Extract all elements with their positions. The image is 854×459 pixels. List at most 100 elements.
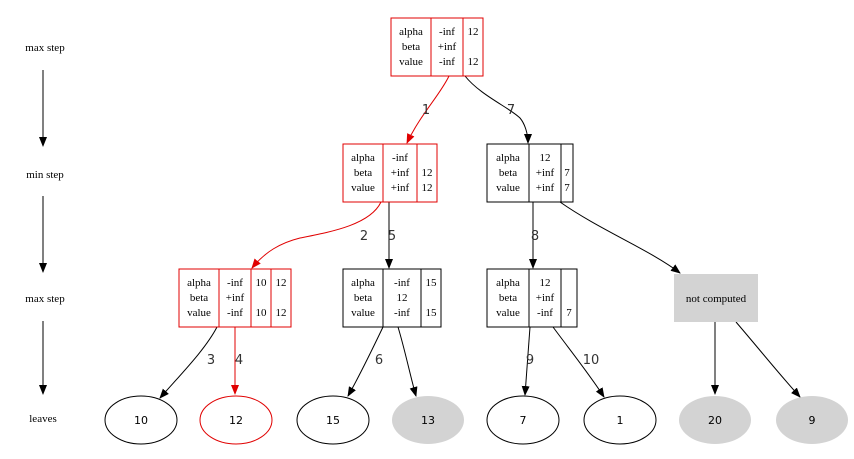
node-value: -inf xyxy=(394,307,410,319)
edge-label: 7 xyxy=(507,103,515,118)
node-value: +inf xyxy=(536,182,555,194)
node-value: 12 xyxy=(276,307,287,319)
edge-line xyxy=(406,75,450,144)
node-box xyxy=(486,143,574,203)
node-value: 12 xyxy=(540,152,551,164)
edge-line xyxy=(251,201,382,269)
nodes: alphabetavalue-inf+inf-inf1212alphabetav… xyxy=(178,17,758,328)
field-name-value: value xyxy=(496,182,520,194)
node-value: 7 xyxy=(566,307,572,319)
edge-line xyxy=(735,321,801,398)
edge-line xyxy=(159,326,218,399)
field-name-value: value xyxy=(351,182,375,194)
node-box xyxy=(342,268,442,328)
leaf-value: 15 xyxy=(326,414,340,427)
edge-line xyxy=(397,326,418,397)
pruned-node-box xyxy=(674,274,758,322)
edge-min-right-to-max-c: 8 xyxy=(529,202,539,269)
node-value: -inf xyxy=(394,277,410,289)
edge-min-right-to-max-d xyxy=(559,201,681,274)
edge-label: 9 xyxy=(526,353,534,368)
field-name-value: value xyxy=(187,307,211,319)
field-name-value: value xyxy=(496,307,520,319)
edge-min-left-to-max-b: 5 xyxy=(385,202,396,269)
node-box xyxy=(342,143,438,203)
edge-line xyxy=(464,75,532,144)
edge-max-c-to-leaf-5: 10 xyxy=(552,326,605,398)
level-label-2: max step xyxy=(25,293,65,305)
edge-max-a-to-leaf-1: 4 xyxy=(231,327,243,395)
leaf-node: 20 xyxy=(679,396,751,444)
node-value: 12 xyxy=(468,26,479,38)
tree-node-max-b: alpha beta value -inf 12 -inf 15 15 xyxy=(342,268,442,328)
node-box xyxy=(178,268,292,328)
leaf-node: 10 xyxy=(104,395,178,445)
leaf-value: 12 xyxy=(229,414,243,427)
leaf-ellipse xyxy=(296,395,370,445)
field-name-beta: beta xyxy=(354,167,372,179)
edge-max-b-to-leaf-3 xyxy=(397,326,418,397)
field-name-beta: beta xyxy=(402,41,420,53)
node-value: +inf xyxy=(536,167,555,179)
edge-label: 8 xyxy=(531,229,539,244)
leaf-value: 13 xyxy=(421,414,435,427)
edge-label: 4 xyxy=(235,353,243,368)
edge-line xyxy=(552,326,605,398)
leaf-ellipse xyxy=(199,395,273,445)
leaf-ellipse xyxy=(583,395,657,445)
leaf-ellipse xyxy=(776,396,848,444)
leaf-value: 20 xyxy=(708,414,722,427)
node-value: 12 xyxy=(276,277,287,289)
edge-label: 3 xyxy=(207,353,215,368)
leaf-ellipse xyxy=(679,396,751,444)
field-name-value: value xyxy=(351,307,375,319)
node-value: -inf xyxy=(439,26,455,38)
field-name-alpha: alpha xyxy=(496,277,520,289)
node-value: +inf xyxy=(391,167,410,179)
node-value: +inf xyxy=(226,292,245,304)
leaf-node: 15 xyxy=(296,395,370,445)
edge-label: 1 xyxy=(422,103,430,118)
edge-root-to-min-left: 1 xyxy=(406,75,450,144)
leaf-value: 7 xyxy=(520,414,527,427)
node-value: 12 xyxy=(422,182,433,194)
field-name-value: value xyxy=(399,56,423,68)
edge-label: 10 xyxy=(583,353,600,368)
edge-max-a-to-leaf-0: 3 xyxy=(159,326,218,399)
field-name-beta: beta xyxy=(190,292,208,304)
level-label-1: min step xyxy=(26,169,64,181)
level-label-0: max step xyxy=(25,42,65,54)
leaf-node: 12 xyxy=(199,395,273,445)
edge-label: 2 xyxy=(360,229,368,244)
field-name-alpha: alpha xyxy=(351,152,375,164)
edge-line xyxy=(559,201,681,274)
node-value: +inf xyxy=(391,182,410,194)
field-name-beta: beta xyxy=(354,292,372,304)
node-value: 10 xyxy=(256,277,268,289)
edge-line xyxy=(347,326,384,397)
node-value: +inf xyxy=(438,41,457,53)
node-value: 15 xyxy=(426,307,438,319)
edge-max-d-to-leaf-7 xyxy=(735,321,801,398)
edge-line xyxy=(521,326,531,396)
level-label-3: leaves xyxy=(29,413,56,425)
field-name-alpha: alpha xyxy=(496,152,520,164)
field-name-beta: beta xyxy=(499,292,517,304)
edge-label: 5 xyxy=(388,229,396,244)
node-value: 12 xyxy=(397,292,408,304)
node-value: +inf xyxy=(536,292,555,304)
node-value: 15 xyxy=(426,277,438,289)
edge-root-to-min-right: 7 xyxy=(464,75,532,144)
field-name-alpha: alpha xyxy=(351,277,375,289)
edge-max-b-to-leaf-2: 6 xyxy=(347,326,384,397)
leaf-node: 1 xyxy=(583,395,657,445)
edge-max-c-to-leaf-4: 9 xyxy=(521,326,534,396)
node-value: -inf xyxy=(537,307,553,319)
